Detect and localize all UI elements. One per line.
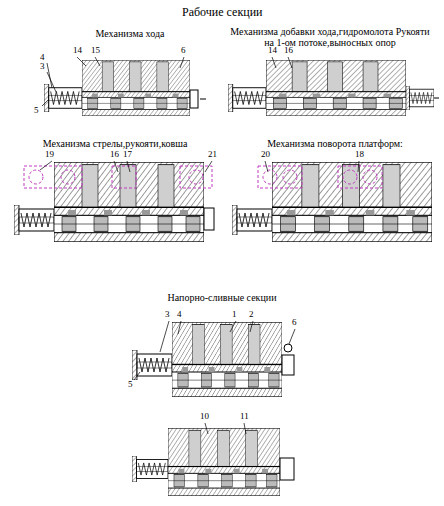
callout-number: 6 [292, 318, 297, 328]
callout-number: 14 [268, 46, 277, 56]
callout-number: 10 [200, 412, 209, 422]
callout-number: 6 [181, 46, 186, 56]
callout-number: 11 [240, 412, 249, 422]
callout-number: 2 [249, 310, 254, 320]
callout-number: 19 [45, 150, 54, 160]
callout-number: 1 [232, 310, 237, 320]
callout-number: 14 [73, 46, 82, 56]
callout-number: 17 [123, 150, 132, 160]
section-caption: Механизма добавки хода,гидромолота Рукоя… [225, 26, 435, 48]
callout-number: 3 [40, 62, 45, 72]
title: Рабочие секции [182, 6, 262, 19]
callout-number: 21 [208, 150, 217, 160]
callout-number: 5 [34, 106, 39, 116]
section-caption: Напорно-сливные секции [112, 292, 332, 303]
callout-number: 15 [91, 46, 100, 56]
callout-number: 4 [177, 310, 182, 320]
callout-number: 16 [284, 46, 293, 56]
callout-number: 16 [110, 150, 119, 160]
section-caption: Механизма хода [55, 28, 205, 39]
callout-number: 20 [261, 150, 270, 160]
callout-number: 5 [128, 380, 133, 390]
callout-number: 3 [165, 310, 170, 320]
section-caption: Механизма поворота платформ: [235, 138, 435, 149]
callout-number: 18 [355, 150, 364, 160]
section-caption: Механизма стрелы,рукояти,ковша [15, 138, 215, 149]
